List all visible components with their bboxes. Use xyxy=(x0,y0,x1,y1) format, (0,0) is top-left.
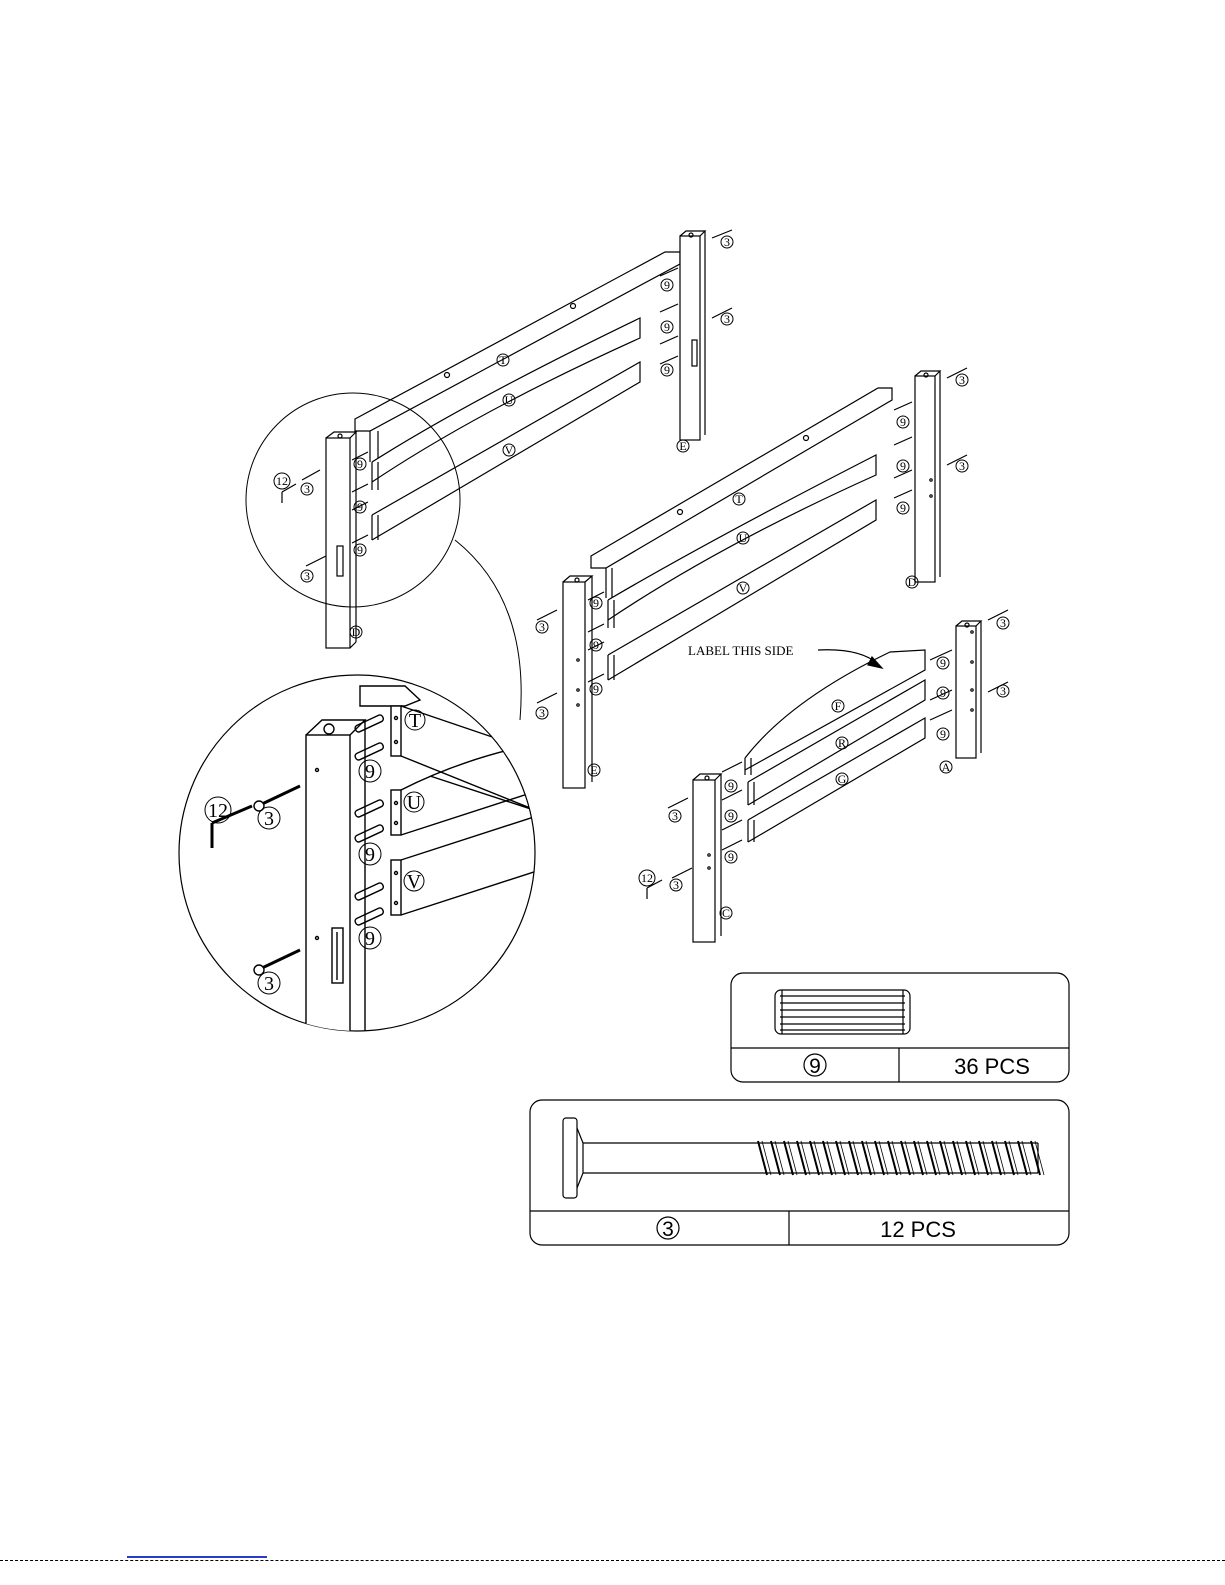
label-T: T xyxy=(499,353,507,367)
bolt-label: 3 xyxy=(539,620,545,634)
bolt-label: 3 xyxy=(264,808,274,830)
dowel-label: 9 xyxy=(593,596,599,610)
allen-key-label: 12 xyxy=(208,800,228,822)
bolt-label: 3 xyxy=(724,312,730,326)
dowel-label: 9 xyxy=(940,686,946,700)
dowel-label: 9 xyxy=(365,761,375,783)
bolt-label: 3 xyxy=(672,809,678,823)
dowel-pin-icon xyxy=(775,990,910,1034)
label-V: V xyxy=(407,871,422,893)
bolt-quantity: 12 PCS xyxy=(880,1217,956,1242)
bolt-label: 3 xyxy=(959,459,965,473)
dowel-label: 9 xyxy=(357,500,363,514)
dowel-label: 9 xyxy=(900,415,906,429)
allen-key-label: 12 xyxy=(641,871,653,885)
bolt-label: 3 xyxy=(304,482,310,496)
bolt-label: 3 xyxy=(673,878,679,892)
dowel-label: 9 xyxy=(900,501,906,515)
footer-link-underline[interactable] xyxy=(127,1556,267,1558)
label-post-E: E xyxy=(679,439,686,453)
bolt-id: 3 xyxy=(662,1218,674,1241)
dowel-label: 9 xyxy=(664,278,670,292)
label-V: V xyxy=(505,443,514,457)
bolt-label: 3 xyxy=(724,235,730,249)
bolt-hardware-box xyxy=(530,1100,1069,1245)
label-U: U xyxy=(505,393,514,407)
label-post-A: A xyxy=(942,760,951,774)
footer-dashed-line xyxy=(0,1560,1225,1561)
label-post-D: D xyxy=(908,575,917,589)
dowel-label: 9 xyxy=(728,850,734,864)
label-T: T xyxy=(735,492,743,506)
top-side-assembly xyxy=(282,230,732,648)
dowel-label: 9 xyxy=(728,779,734,793)
label-post-D: D xyxy=(352,625,361,639)
dowel-label: 9 xyxy=(593,638,599,652)
label-G: G xyxy=(838,772,847,786)
detail-connector xyxy=(455,540,521,720)
bolt-label: 3 xyxy=(1000,684,1006,698)
label-post-C: C xyxy=(722,906,730,920)
label-T: T xyxy=(409,710,421,732)
dowel-label: 9 xyxy=(357,457,363,471)
label-V: V xyxy=(739,581,748,595)
dowel-label: 9 xyxy=(940,727,946,741)
dowel-label: 9 xyxy=(365,844,375,866)
label-F: F xyxy=(835,699,842,713)
bolt-label: 3 xyxy=(959,373,965,387)
dowel-label: 9 xyxy=(593,682,599,696)
label-this-side-callout: LABEL THIS SIDE xyxy=(688,643,794,658)
bolt-label: 3 xyxy=(304,569,310,583)
end-panel-assembly xyxy=(647,610,1008,942)
bolt-label: 3 xyxy=(539,706,545,720)
label-R: R xyxy=(838,736,846,750)
magnified-detail: T U V 9 9 9 3 3 12 xyxy=(179,675,560,1065)
middle-side-assembly xyxy=(537,368,967,788)
dowel-label: 9 xyxy=(365,928,375,950)
dowel-label: 9 xyxy=(664,320,670,334)
dowel-label: 9 xyxy=(728,809,734,823)
label-U: U xyxy=(739,531,748,545)
label-U: U xyxy=(407,792,422,814)
dowel-id: 9 xyxy=(809,1055,821,1078)
bolt-label: 3 xyxy=(264,973,274,995)
dowel-label: 9 xyxy=(357,543,363,557)
dowel-quantity: 36 PCS xyxy=(954,1054,1030,1079)
bolt-label: 3 xyxy=(1000,616,1006,630)
dowel-label: 9 xyxy=(664,363,670,377)
dowel-label: 9 xyxy=(900,459,906,473)
allen-key-label: 12 xyxy=(276,474,288,488)
dowel-label: 9 xyxy=(940,656,946,670)
label-post-E: E xyxy=(590,763,597,777)
